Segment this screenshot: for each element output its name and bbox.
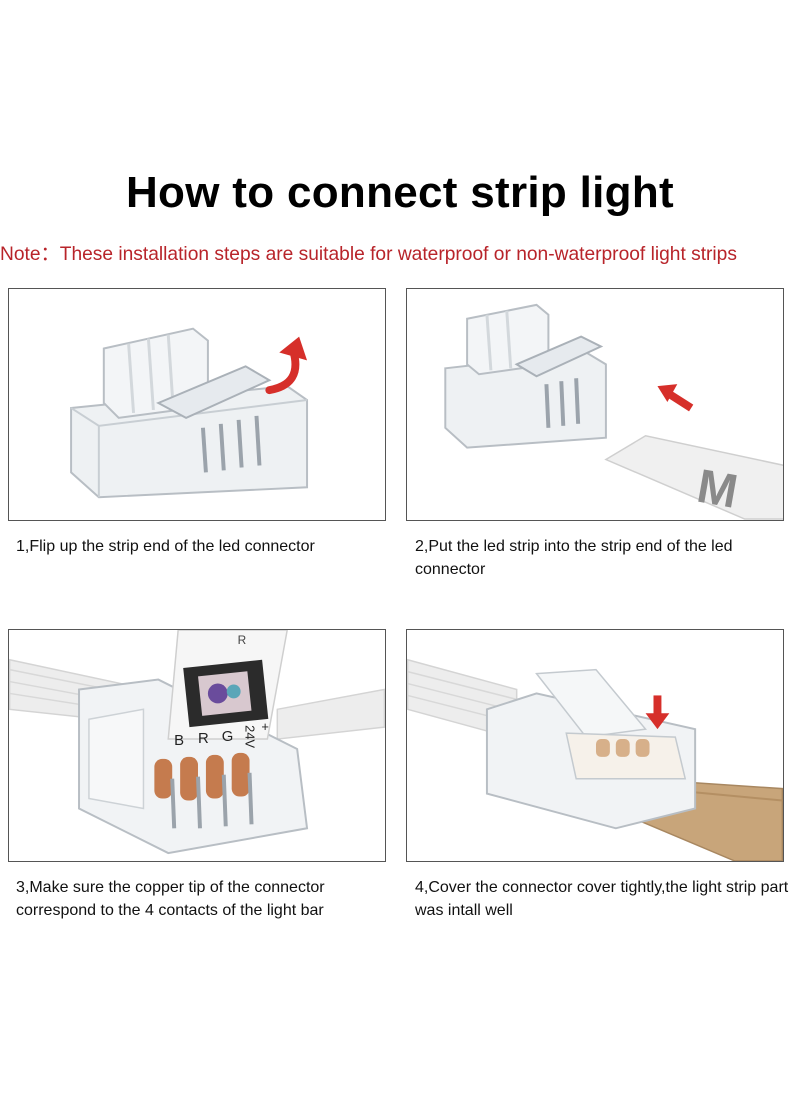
press-down-arrow-icon: [645, 695, 670, 730]
step-4-caption: 4,Cover the connector cover tightly,the …: [415, 879, 789, 919]
strip-label-24v: 24V: [243, 725, 258, 748]
flip-up-arrow-icon: [265, 336, 308, 395]
note-text: These installation steps are suitable fo…: [59, 244, 737, 265]
connector-open-illustration: [70, 327, 309, 499]
strip-label-plus: +: [261, 719, 269, 734]
step-3-caption: 3,Make sure the copper tip of the connec…: [16, 879, 325, 919]
connector-insert-strip-illustration: M: [444, 303, 783, 520]
note-prefix: Note：: [0, 244, 60, 265]
page-title: How to connect strip light: [125, 168, 674, 217]
strip-label-b: B: [174, 733, 184, 749]
step-3-image: R B R G 24V +: [8, 629, 386, 862]
step-1-image: [8, 288, 386, 521]
tape-print-text: M: [693, 460, 741, 519]
step-4-image: [406, 629, 784, 862]
connector-closed-illustration: [407, 658, 783, 861]
copper-contacts: [154, 752, 254, 829]
step-2-image: M: [406, 288, 784, 521]
strip-label-r: R: [198, 731, 209, 747]
step-1-caption: 1,Flip up the strip end of the led conne…: [16, 538, 315, 555]
strip-label-r-top: R: [238, 633, 247, 647]
installation-note: Note：These installation steps are suitab…: [0, 238, 800, 266]
step-2-caption: 2,Put the led strip into the strip end o…: [415, 538, 733, 578]
insert-arrow-icon: [657, 384, 694, 412]
copper-contacts-illustration: R B R G 24V +: [9, 630, 385, 855]
strip-label-g: G: [222, 729, 234, 745]
